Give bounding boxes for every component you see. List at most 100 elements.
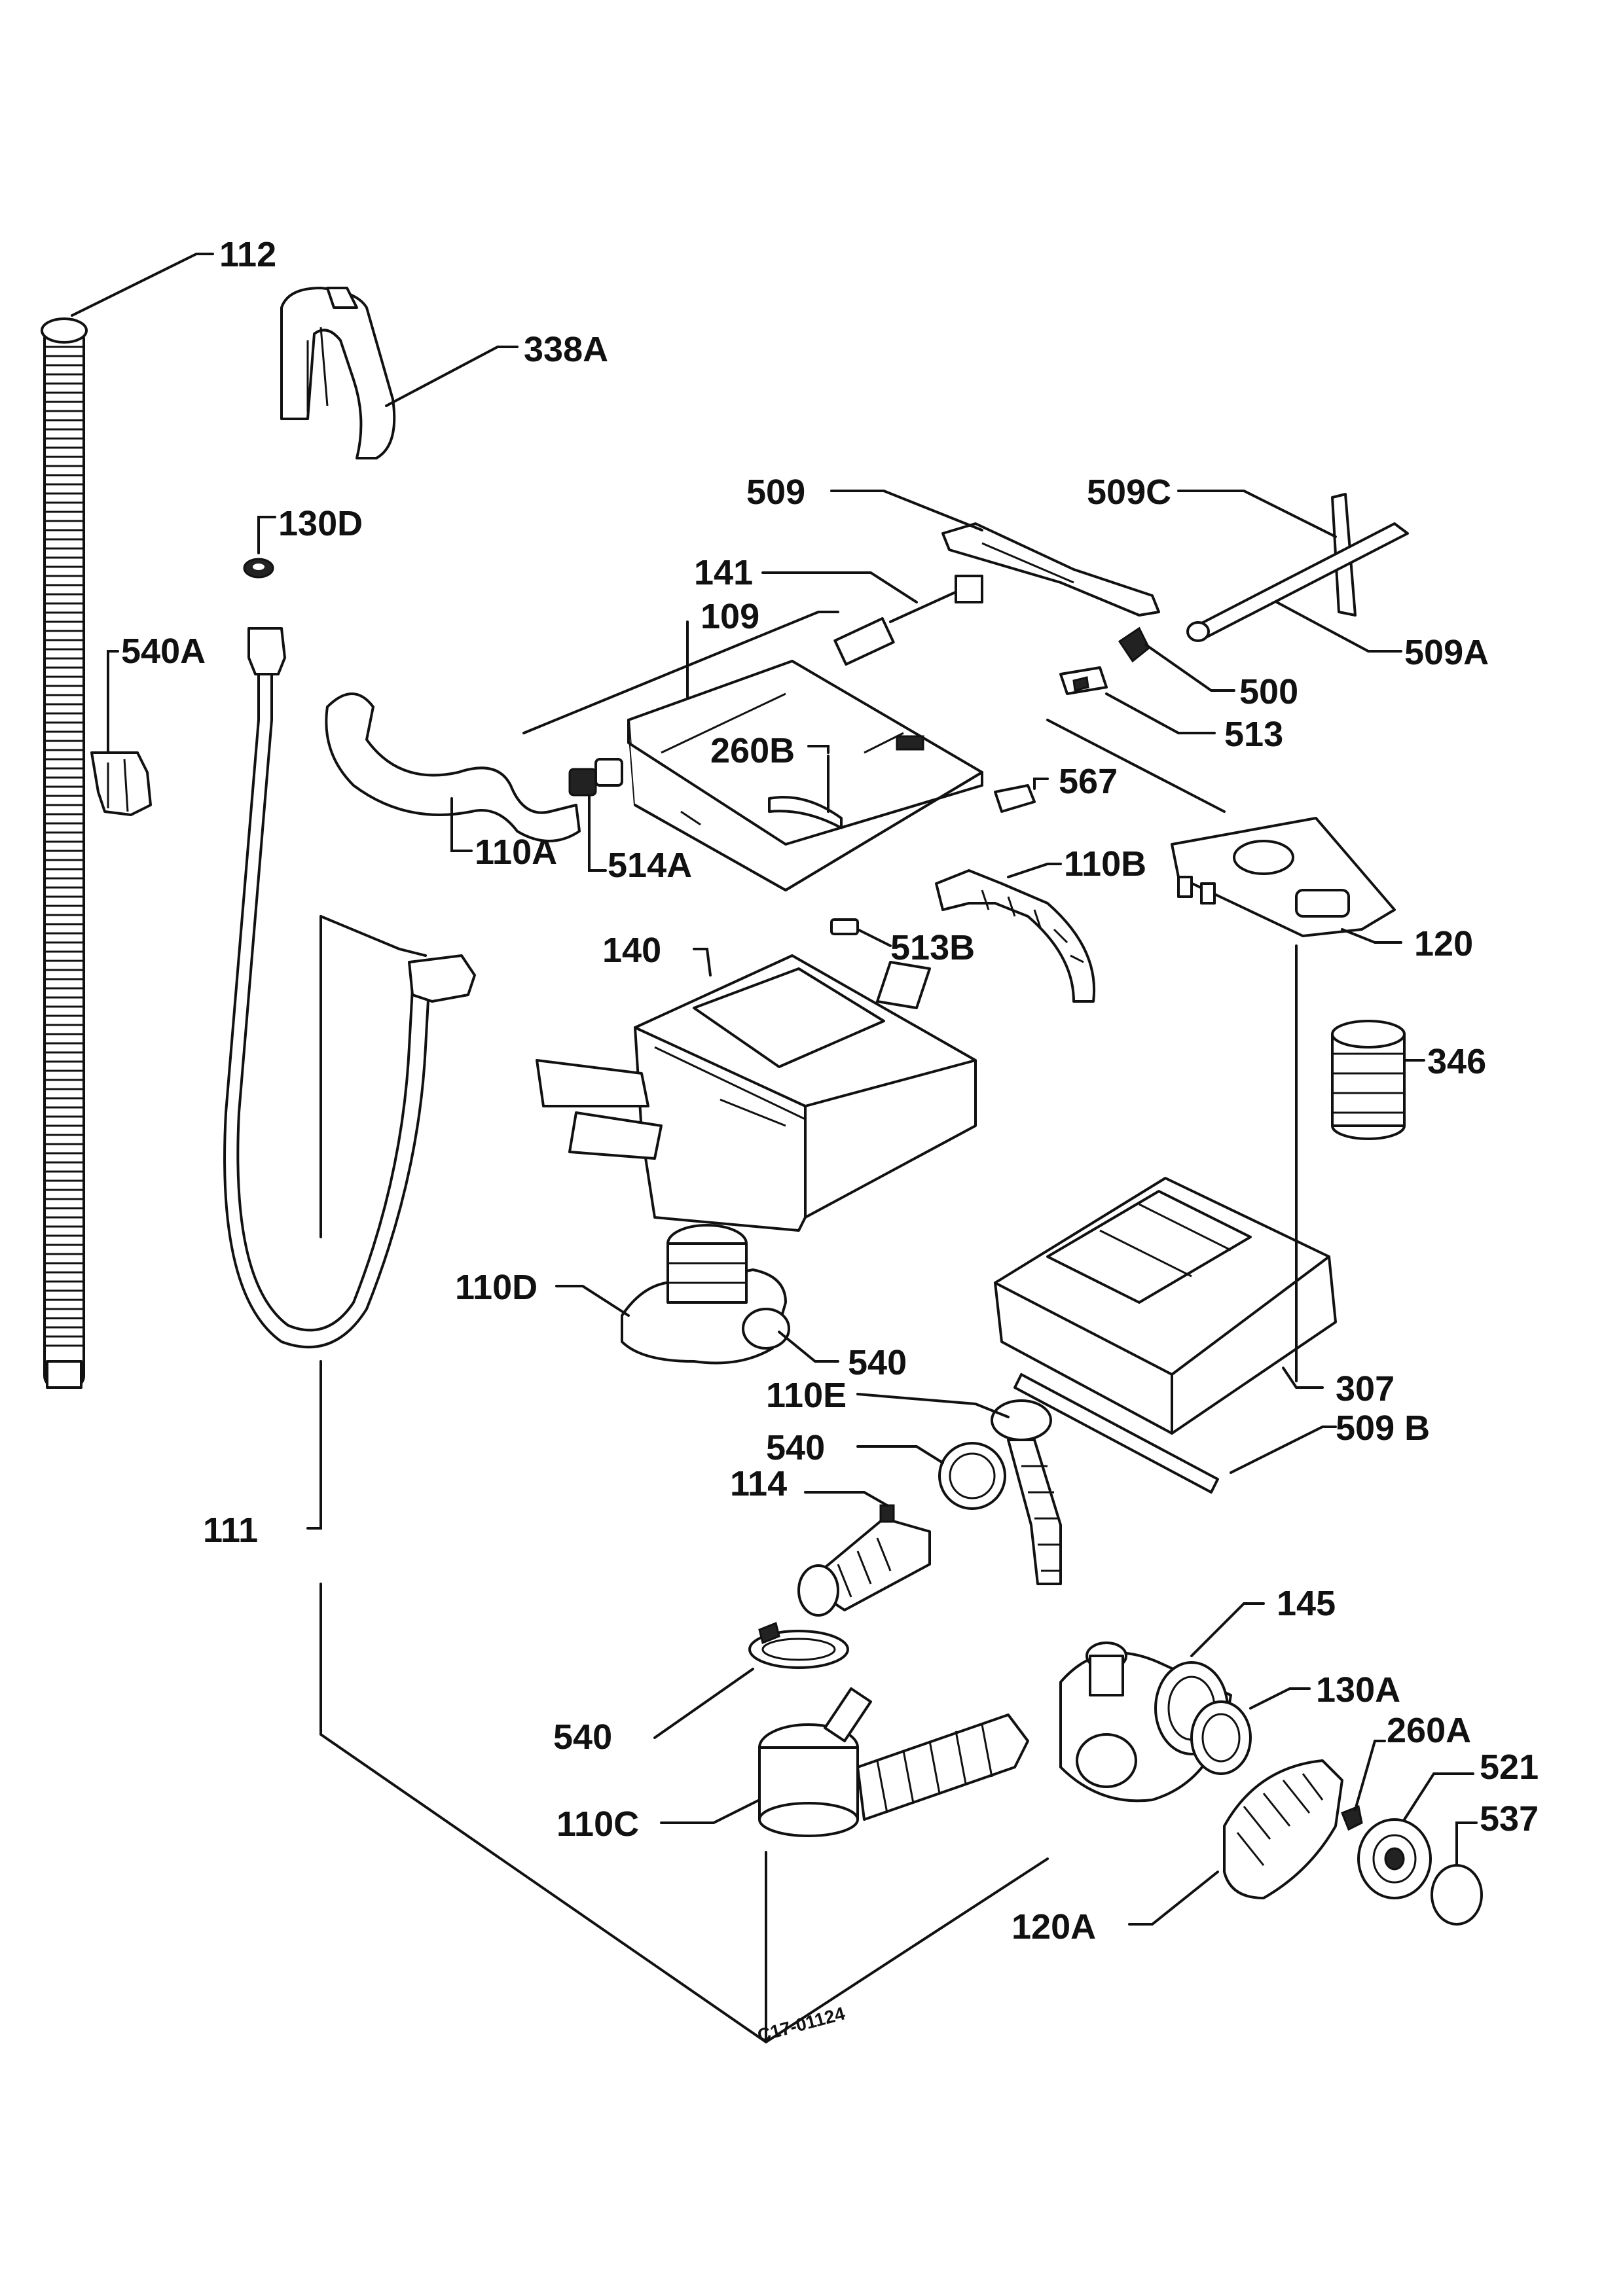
inlet-hose-111 — [223, 627, 476, 1349]
solenoid-141 — [833, 575, 983, 666]
leader-509 — [830, 490, 983, 531]
label-509b: 509 B — [1336, 1408, 1430, 1448]
leader-110d — [555, 1285, 630, 1317]
leader-540-1 — [778, 1331, 839, 1363]
label-110a: 110A — [475, 833, 557, 872]
label-521: 521 — [1480, 1748, 1539, 1787]
hose-guide-338a — [280, 287, 396, 459]
leader-509b — [1230, 1426, 1337, 1474]
label-514a: 514A — [608, 846, 692, 885]
drawing-code: C17-01124 — [756, 2003, 848, 2046]
leader-130a — [1249, 1687, 1311, 1710]
leader-111-bracket — [319, 915, 427, 957]
label-500: 500 — [1239, 672, 1298, 711]
leader-514a — [588, 794, 607, 872]
base-outline — [319, 1583, 1049, 2044]
label-509c: 509C — [1087, 473, 1171, 512]
label-120: 120 — [1414, 924, 1473, 963]
leader-540-3 — [653, 1668, 754, 1739]
leader-130d — [257, 516, 276, 554]
clamp-540-2 — [938, 1442, 1006, 1510]
leader-110b — [1007, 863, 1062, 878]
label-130d: 130D — [278, 504, 363, 543]
part-260a — [1341, 1804, 1363, 1831]
leader-509c — [1177, 490, 1337, 538]
label-110d: 110D — [455, 1268, 538, 1307]
dispenser-housing-140 — [536, 954, 977, 1232]
leader-540a — [107, 650, 119, 754]
label-307: 307 — [1336, 1369, 1395, 1408]
label-513: 513 — [1224, 715, 1283, 754]
label-110e: 110E — [766, 1376, 847, 1415]
leader-140 — [693, 948, 712, 977]
label-509a: 509A — [1404, 633, 1489, 672]
leader-120-b — [1341, 928, 1402, 944]
label-260b: 260B — [710, 731, 795, 770]
connector-514a — [568, 758, 623, 797]
label-509: 509 — [746, 473, 805, 512]
leader-500 — [1144, 643, 1235, 692]
seal-130a — [1190, 1700, 1252, 1775]
label-141: 141 — [694, 553, 753, 592]
sump-110d — [621, 1224, 790, 1365]
leader-120 — [1046, 719, 1226, 813]
leader-567 — [1033, 778, 1049, 790]
valve-plate-109 — [627, 660, 983, 891]
oring-537 — [1431, 1864, 1483, 1926]
label-120a: 120A — [1012, 1907, 1096, 1946]
leader-513b — [856, 928, 892, 947]
label-110c: 110C — [556, 1804, 639, 1844]
clip-540a — [90, 751, 152, 816]
washer-130d — [243, 558, 274, 579]
hose-110e — [991, 1399, 1062, 1585]
drawer-307 — [994, 1177, 1337, 1435]
pump-housing-110c — [758, 1687, 1029, 1837]
label-111: 111 — [203, 1511, 258, 1550]
leader-509a — [1275, 601, 1402, 653]
label-540-3: 540 — [553, 1717, 612, 1757]
drawer-cover-120 — [1171, 817, 1396, 937]
label-567: 567 — [1059, 762, 1118, 801]
bellows-346 — [1331, 1020, 1406, 1140]
label-140: 140 — [602, 931, 661, 970]
hose-110b — [935, 869, 1096, 1003]
leader-110c — [660, 1799, 761, 1824]
leader-307 — [1282, 1367, 1324, 1389]
cap-521 — [1357, 1818, 1432, 1899]
hose-110a — [325, 692, 581, 842]
label-513b: 513B — [890, 928, 975, 967]
label-346: 346 — [1427, 1042, 1486, 1081]
leader-111-lower — [306, 1360, 322, 1530]
label-114: 114 — [730, 1464, 787, 1503]
leader-120a — [1128, 1871, 1219, 1926]
leader-110a — [450, 797, 473, 852]
label-145: 145 — [1277, 1584, 1336, 1623]
label-112: 112 — [219, 235, 276, 274]
label-537: 537 — [1480, 1799, 1539, 1839]
part-567 — [994, 784, 1036, 813]
bracket-513 — [1059, 666, 1108, 695]
leader-112 — [71, 253, 214, 317]
leader-338a — [385, 346, 519, 407]
leader-537 — [1455, 1821, 1478, 1867]
leader-145 — [1190, 1602, 1265, 1657]
label-540-2: 540 — [766, 1428, 825, 1467]
leader-540-2 — [856, 1445, 944, 1464]
label-338a: 338A — [524, 330, 608, 369]
label-540-1: 540 — [848, 1343, 907, 1382]
lever-509c — [1186, 493, 1409, 642]
leader-260b — [807, 745, 830, 754]
leader-114 — [804, 1491, 888, 1507]
leader-141 — [761, 571, 918, 603]
leader-109-line — [522, 611, 839, 734]
rod-509b — [1013, 1373, 1219, 1494]
leader-513 — [1105, 692, 1216, 734]
leader-260a — [1354, 1740, 1386, 1811]
drain-hose-112 — [41, 317, 88, 1389]
leader-110e — [856, 1393, 1010, 1418]
clamp-540-3 — [748, 1621, 849, 1669]
label-540a: 540A — [121, 632, 206, 671]
label-260a: 260A — [1387, 1711, 1471, 1750]
lever-509 — [941, 522, 1160, 617]
